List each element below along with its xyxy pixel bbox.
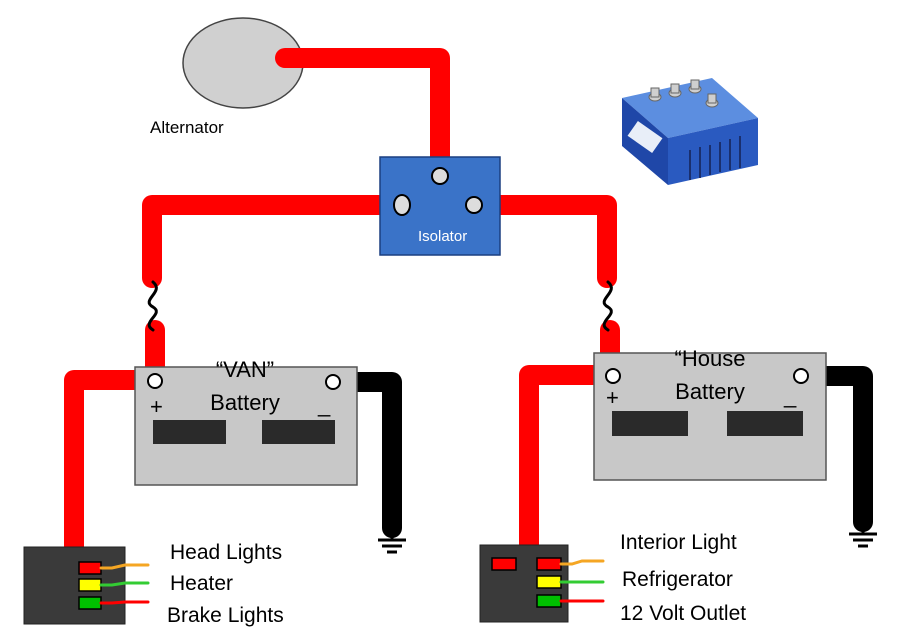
van-feed-wire [142, 195, 412, 288]
house-positive-terminal [605, 368, 621, 384]
van-fuse-icon [147, 280, 158, 332]
van-indicator-red [78, 561, 102, 575]
van-load-label: Head Lights [170, 541, 282, 564]
house-load-label: Refrigerator [622, 568, 733, 591]
van-load-label: Brake Lights [167, 604, 284, 627]
house-negative-terminal [793, 368, 809, 384]
isolator-photo [622, 78, 758, 185]
house-load-wire [519, 365, 612, 566]
isolator: Isolator [379, 156, 501, 256]
van-negative-terminal [325, 374, 341, 390]
van-minus-sign: _ [317, 392, 331, 417]
house-load-label: 12 Volt Outlet [620, 602, 746, 625]
isolator-van-terminal [393, 194, 411, 216]
van-load-label: Heater [170, 572, 233, 595]
van-ground-icon [378, 530, 406, 554]
house-fuse-icon [602, 280, 613, 332]
van-indicator-green [78, 596, 102, 610]
van-battery-label-line1: “VAN” [216, 357, 274, 382]
house-feed-wire [464, 195, 617, 288]
isolator-input-terminal [431, 167, 449, 185]
alternator-wire [275, 48, 450, 185]
house-battery: + _ “House Battery [593, 346, 827, 481]
van-plus-sign: + [150, 394, 163, 419]
house-battery-label-line2: Battery [675, 379, 745, 404]
house-indicator-yellow [536, 575, 562, 589]
alternator-label: Alternator [150, 118, 224, 137]
van-battery-label-line2: Battery [210, 390, 280, 415]
house-ground-icon [849, 524, 877, 548]
house-fuse-panel [479, 544, 605, 623]
house-indicator-red [536, 557, 562, 571]
van-positive-terminal [147, 373, 163, 389]
van-battery: + _ “VAN” Battery [134, 357, 358, 486]
van-loads-list: Head Lights Heater Brake Lights [167, 541, 284, 627]
house-indicator-red-left [491, 557, 517, 571]
house-plus-sign: + [606, 385, 619, 410]
house-battery-label-line1: “House [675, 346, 746, 371]
isolator-house-terminal [465, 196, 483, 214]
van-fuse-panel [23, 546, 150, 625]
van-indicator-yellow [78, 578, 102, 592]
house-load-label: Interior Light [620, 531, 737, 554]
house-loads-list: Interior Light Refrigerator 12 Volt Outl… [620, 531, 746, 625]
isolator-label: Isolator [418, 228, 467, 245]
van-load-wire [64, 370, 160, 570]
house-minus-sign: _ [783, 383, 797, 408]
house-indicator-green [536, 594, 562, 608]
